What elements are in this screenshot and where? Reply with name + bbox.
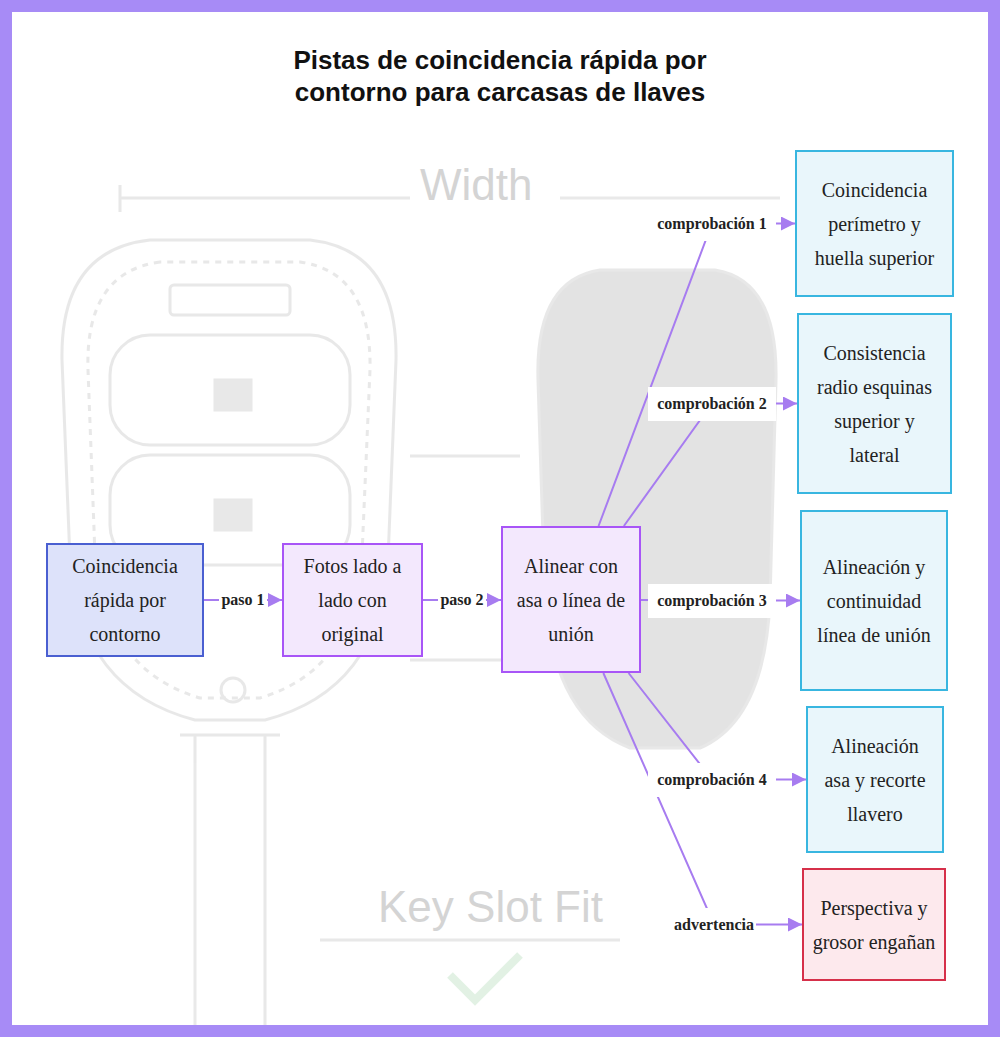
- check-mark: [450, 955, 520, 1000]
- check-box: Alineación y continuidad línea de unión: [800, 510, 948, 691]
- node-text: Coincidencia perímetro y huella superior: [805, 173, 944, 275]
- check-box: Consistencia radio esquinas superior y l…: [797, 313, 952, 494]
- edge-label: comprobación 4: [648, 763, 776, 797]
- lock-icon: [215, 380, 251, 410]
- warning-box: Perspectiva y grosor engañan: [802, 868, 946, 981]
- check-box: Alineación asa y recorte llavero: [806, 706, 944, 853]
- connector: [603, 673, 802, 925]
- process-box: Alinear con asa o línea de unión: [501, 526, 641, 673]
- process-box: Fotos lado a lado con original: [282, 543, 423, 657]
- watermark-label: Key Slot Fit: [378, 882, 603, 932]
- unlock-icon: [215, 500, 251, 530]
- node-text: Consistencia radio esquinas superior y l…: [807, 336, 942, 472]
- width-arrow: [560, 197, 780, 200]
- watermark-label: Width: [420, 160, 532, 210]
- check-box: Coincidencia perímetro y huella superior: [795, 150, 954, 297]
- node-text: Perspectiva y grosor engañan: [812, 891, 936, 959]
- fob-ring: [221, 678, 245, 702]
- key-blade: [180, 735, 280, 1037]
- edge-label: advertencia: [672, 908, 756, 942]
- edge-label: comprobación 1: [648, 207, 776, 241]
- width-tick: [119, 185, 122, 212]
- connector: [624, 404, 797, 527]
- node-text: Alineación y continuidad línea de unión: [810, 550, 938, 652]
- node-text: Alineación asa y recorte llavero: [816, 729, 934, 831]
- edge-label: comprobación 3: [648, 584, 776, 618]
- edge-label: comprobación 2: [648, 387, 776, 421]
- fob-button: [110, 335, 350, 445]
- diagram-title: Pistas de coincidencia rápida por contor…: [240, 44, 760, 108]
- edge-label: paso 2: [438, 583, 485, 617]
- slot-arrow: [320, 939, 620, 942]
- node-text: Fotos lado a lado con original: [292, 549, 413, 651]
- node-text: Alinear con asa o línea de unión: [511, 549, 631, 651]
- start-box: Coincidencia rápida por contorno: [46, 543, 204, 657]
- dark-fob: [538, 270, 776, 748]
- node-text: Coincidencia rápida por contorno: [56, 549, 194, 651]
- fob-slot: [170, 285, 290, 315]
- connector: [599, 224, 795, 527]
- edge-label: paso 1: [219, 583, 266, 617]
- width-arrow: [120, 197, 410, 200]
